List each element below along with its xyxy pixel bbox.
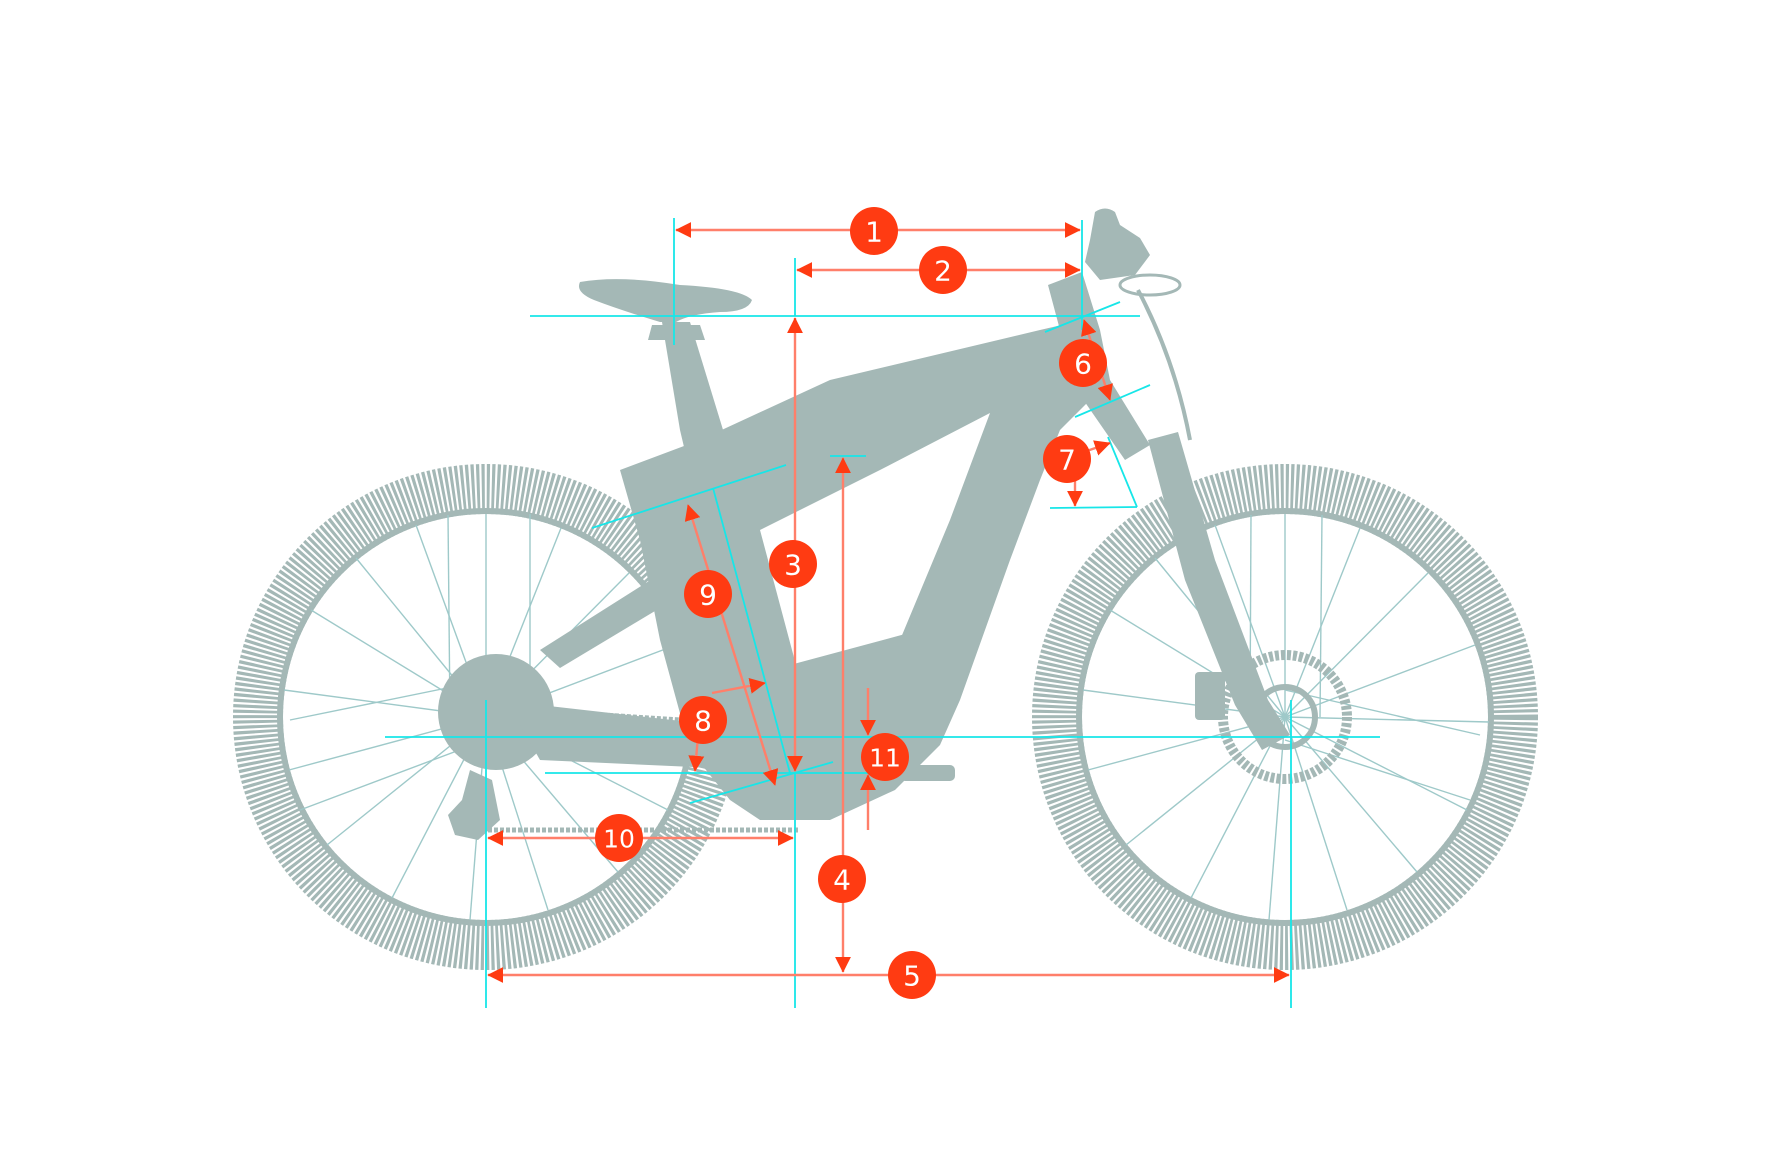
marker-1[interactable]: 1 bbox=[850, 207, 898, 255]
marker-7-label: 7 bbox=[1058, 444, 1076, 477]
rear-derailleur bbox=[448, 770, 500, 840]
marker-10-label: 10 bbox=[603, 825, 635, 854]
head-tube-bottom-tick bbox=[1074, 384, 1151, 418]
marker-11-label: 11 bbox=[869, 744, 901, 773]
marker-6-label: 6 bbox=[1074, 348, 1092, 381]
markers: 1 2 3 4 5 6 7 8 bbox=[595, 207, 1107, 999]
marker-5-label: 5 bbox=[903, 960, 921, 993]
dimension-lines bbox=[487, 222, 1290, 983]
head-angle-edge bbox=[1107, 436, 1138, 508]
marker-1-label: 1 bbox=[865, 216, 883, 249]
brake-cable bbox=[1136, 289, 1192, 441]
marker-5[interactable]: 5 bbox=[888, 951, 936, 999]
front-wheel bbox=[1032, 464, 1538, 970]
seat-tube-top-tick bbox=[591, 464, 787, 529]
fork bbox=[1148, 432, 1290, 750]
marker-6[interactable]: 6 bbox=[1059, 339, 1107, 387]
marker-7[interactable]: 7 bbox=[1043, 435, 1091, 483]
marker-8-label: 8 bbox=[694, 705, 712, 738]
brake-caliper bbox=[1195, 672, 1225, 720]
seat-clamp bbox=[648, 325, 705, 340]
marker-2[interactable]: 2 bbox=[919, 246, 967, 294]
marker-9[interactable]: 9 bbox=[684, 570, 732, 618]
bike-silhouette bbox=[233, 208, 1538, 970]
seat-stay bbox=[540, 555, 715, 668]
marker-4-label: 4 bbox=[833, 864, 851, 897]
cassette bbox=[438, 654, 554, 770]
marker-3[interactable]: 3 bbox=[769, 540, 817, 588]
marker-8[interactable]: 8 bbox=[679, 696, 727, 744]
marker-9-label: 9 bbox=[699, 579, 717, 612]
head-tube-top-tick bbox=[1044, 301, 1121, 333]
marker-4[interactable]: 4 bbox=[818, 855, 866, 903]
dim-9-line bbox=[684, 504, 779, 786]
crank-arm bbox=[900, 765, 955, 781]
marker-3-label: 3 bbox=[784, 549, 802, 582]
marker-10[interactable]: 10 bbox=[595, 814, 643, 862]
marker-11[interactable]: 11 bbox=[861, 733, 909, 781]
head-angle-base bbox=[1049, 506, 1138, 509]
handlebar-loop bbox=[1118, 273, 1182, 297]
marker-2-label: 2 bbox=[934, 255, 952, 288]
handlebar bbox=[1085, 208, 1150, 280]
front-spokes bbox=[1082, 514, 1490, 921]
saddle bbox=[578, 279, 752, 322]
